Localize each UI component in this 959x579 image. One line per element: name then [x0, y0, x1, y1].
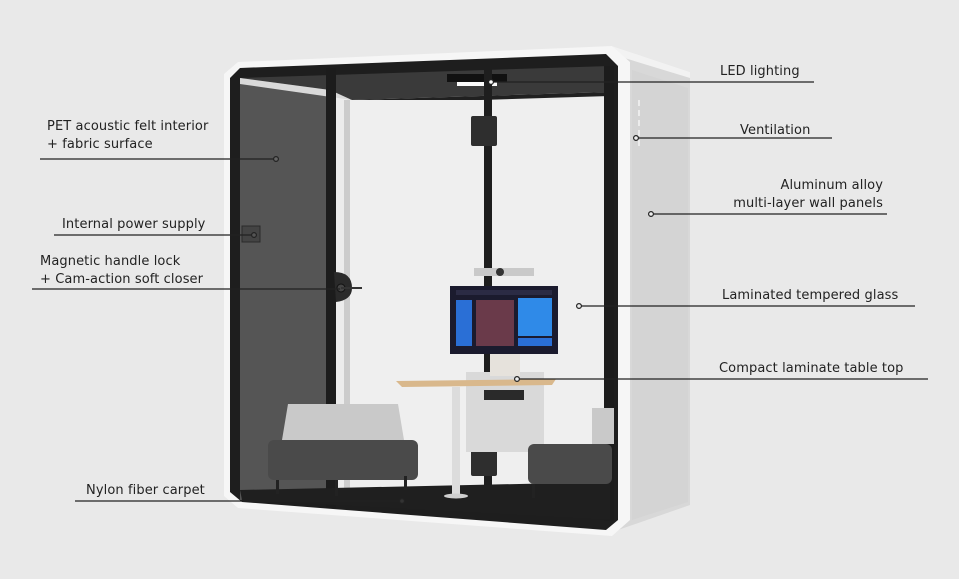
callout-text: + Cam-action soft closer	[40, 272, 204, 287]
callout-text: LED lighting	[720, 64, 800, 79]
callout-text: Magnetic handle lock	[40, 254, 181, 269]
callout-handle-lock: Magnetic handle lock + Cam-action soft c…	[40, 253, 203, 289]
callout-aluminum-panels: Aluminum alloy multi-layer wall panels	[733, 177, 883, 213]
callout-text: multi-layer wall panels	[733, 196, 883, 211]
callout-text: + fabric surface	[47, 137, 153, 152]
callout-felt-interior: PET acoustic felt interior + fabric surf…	[47, 118, 208, 154]
callout-glass: Laminated tempered glass	[722, 287, 898, 305]
callout-text: Internal power supply	[62, 217, 206, 232]
callout-text: Aluminum alloy	[780, 178, 883, 193]
callout-lines	[32, 78, 928, 505]
callout-led-lighting: LED lighting	[720, 63, 800, 81]
callout-text: Laminated tempered glass	[722, 288, 899, 303]
callout-power-supply: Internal power supply	[62, 216, 205, 234]
callout-ventilation: Ventilation	[740, 122, 810, 140]
callout-text: Ventilation	[740, 123, 811, 138]
callout-carpet: Nylon fiber carpet	[86, 482, 205, 500]
callout-text: PET acoustic felt interior	[47, 119, 209, 134]
callout-text: Nylon fiber carpet	[86, 483, 205, 498]
callout-text: Compact laminate table top	[719, 361, 904, 376]
callout-table-top: Compact laminate table top	[719, 360, 904, 378]
